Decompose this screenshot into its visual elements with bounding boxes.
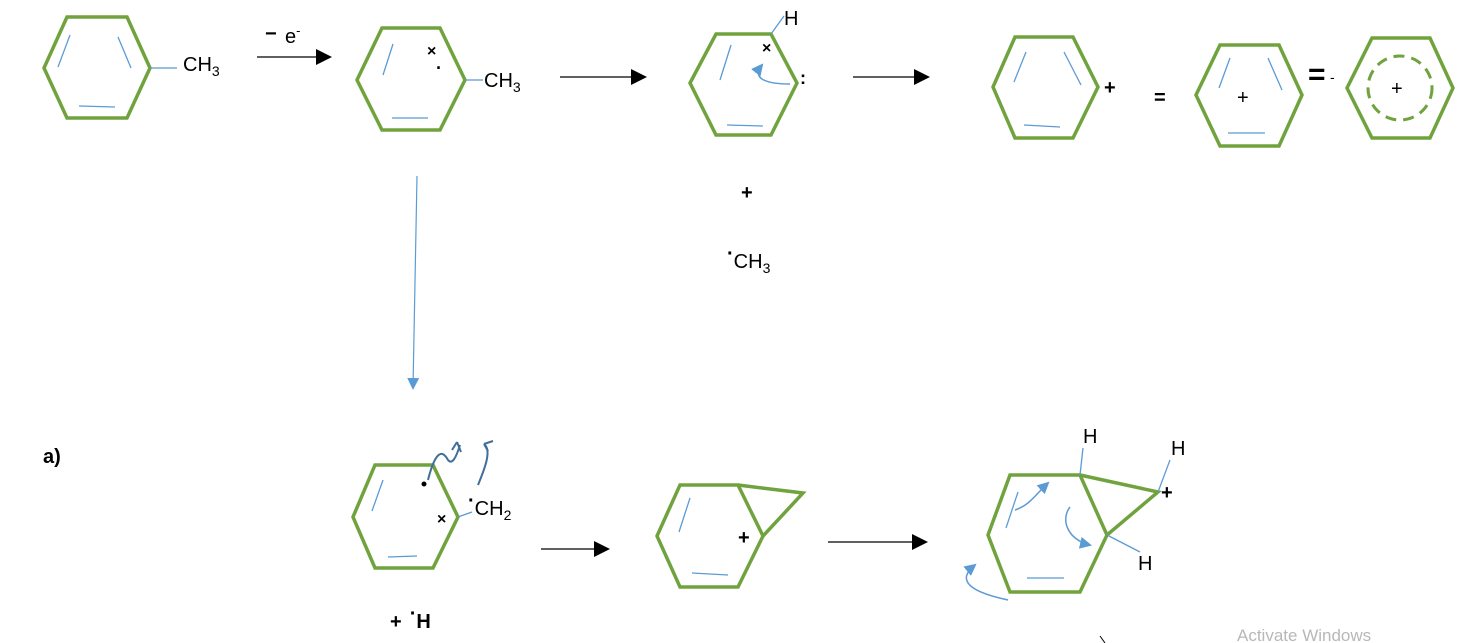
curved-arrow [963, 563, 1009, 601]
plus-sign: + [1104, 77, 1116, 99]
plus-sign: + [1391, 78, 1403, 100]
methyl-label: CH3 [183, 54, 220, 79]
benzene-ring [355, 26, 467, 132]
benzene-ring [986, 473, 1109, 594]
cross-mark: × [427, 43, 436, 60]
electron-label: e- [285, 23, 300, 48]
down-arrow [407, 175, 420, 390]
cross-mark: × [762, 40, 771, 57]
curved-arrow [751, 63, 791, 85]
plus-sign: + [1237, 87, 1249, 109]
benzene-ring [688, 32, 799, 137]
equivalence-sign: = [1308, 58, 1326, 91]
radical-dot: · [436, 58, 442, 78]
hydrogen-label: H [784, 8, 798, 30]
radical-cation-molecule: × · CH3 [355, 26, 521, 132]
activate-windows-watermark: Activate Windows [1237, 626, 1371, 643]
toluene-molecule: CH3 [42, 15, 220, 120]
ionization-arrow: − e- [257, 23, 332, 65]
benzyl-intermediate: × ·CH2 +·H [351, 440, 512, 633]
plus-sign: + [738, 527, 750, 549]
methyl-label: CH3 [484, 70, 521, 95]
delocalization-circle [1366, 54, 1434, 122]
plus-sign: + [1161, 482, 1173, 504]
benzene-ring [1345, 36, 1455, 140]
minus-sign: − [265, 23, 277, 45]
curved-arrow [1065, 506, 1092, 549]
phenyl-cation-resonance: + [1194, 43, 1304, 148]
bicyclic-cation: + [655, 483, 807, 589]
equals-sign: = [1154, 87, 1166, 109]
phenyl-cation: + [991, 35, 1116, 140]
delocalized-cation: + [1345, 36, 1455, 140]
lone-pair: : [800, 68, 806, 88]
methylene-radical-label: ·CH2 [468, 490, 512, 523]
hydrogen-label: H [1171, 438, 1185, 460]
equivalence-dash: - [1330, 69, 1335, 85]
fishhook-arrow [427, 444, 461, 481]
radical-dot [421, 481, 427, 487]
fishhook-arrow [477, 443, 489, 486]
benzene-ring [42, 15, 152, 120]
benzene-ring [1194, 43, 1304, 148]
phenyl-intermediate: H × : + ·CH3 [688, 8, 806, 276]
hydrogen-radical-label: +·H [390, 603, 431, 633]
cross-mark: × [437, 511, 446, 528]
norcaradiene-cation: H H H + [963, 426, 1185, 601]
section-label: a) [43, 446, 61, 468]
hydrogen-label: H [1083, 426, 1097, 448]
methyl-radical-label: ·CH3 [727, 243, 771, 276]
curved-arrow [1014, 481, 1050, 511]
benzene-ring [991, 35, 1100, 140]
hydrogen-label: H [1138, 553, 1152, 575]
plus-sign: + [741, 182, 753, 204]
